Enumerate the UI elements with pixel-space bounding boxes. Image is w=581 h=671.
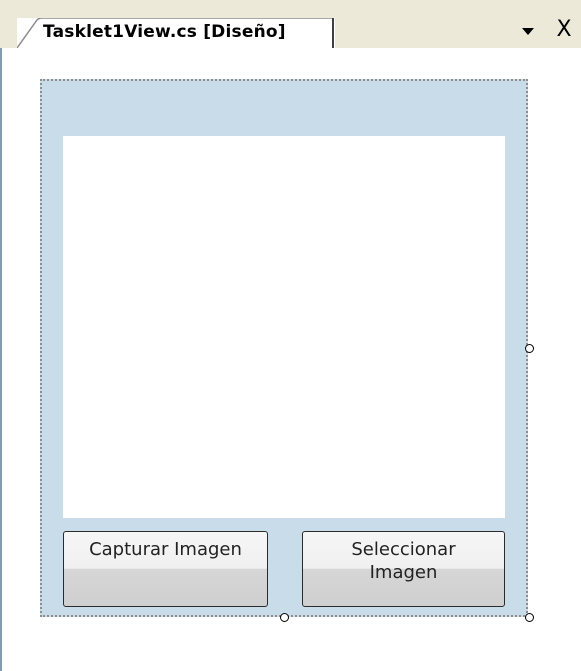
tab-close-button[interactable]: X — [556, 17, 572, 42]
resize-handle-bottom[interactable] — [280, 613, 289, 622]
select-image-label-line2: Imagen — [369, 562, 438, 583]
select-image-label-line1: Seleccionar — [351, 539, 456, 560]
tab-tasklet1view-design[interactable]: Tasklet1View.cs [Diseño] — [17, 18, 335, 48]
tab-dropdown-button[interactable] — [519, 22, 537, 40]
resize-handle-bottom-right[interactable] — [525, 613, 534, 622]
select-image-button[interactable]: Seleccionar Imagen — [302, 531, 505, 607]
capture-image-button[interactable]: Capturar Imagen — [63, 531, 268, 607]
document-tabstrip: Tasklet1View.cs [Diseño] X — [0, 0, 581, 48]
resize-handle-right[interactable] — [525, 344, 534, 353]
picture-box[interactable] — [63, 136, 505, 518]
tab-outline — [17, 18, 334, 48]
capture-image-label: Capturar Imagen — [89, 539, 242, 560]
triangle-down-icon — [522, 28, 534, 35]
tab-label: Tasklet1View.cs [Diseño] — [43, 22, 286, 42]
